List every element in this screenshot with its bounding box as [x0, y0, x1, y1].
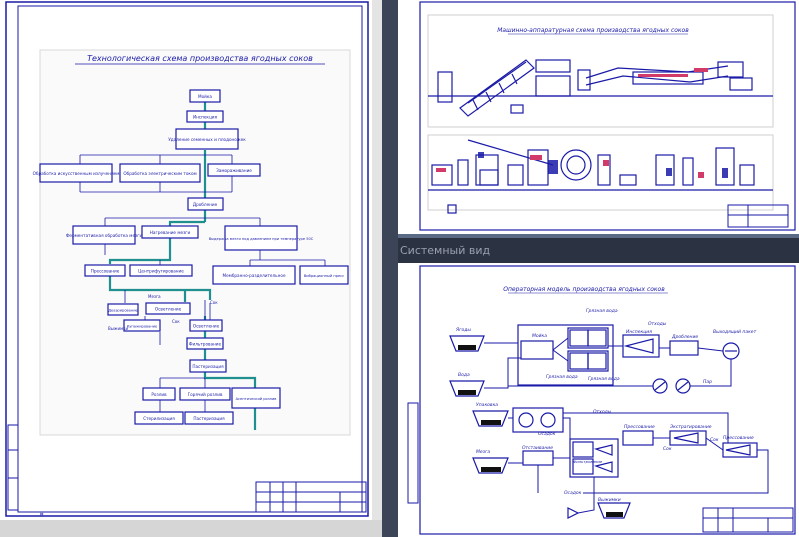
box-b19: Фильтрование: [189, 342, 222, 347]
box-b9: Нагревание мезги: [150, 230, 191, 235]
op-label-l4: Грязная вода: [586, 308, 618, 314]
op-label-l18: Упаковка: [476, 402, 498, 408]
left-vertical-scrollbar[interactable]: [372, 0, 382, 520]
left-sheet-drawing: Технологическая схема производства ягодн…: [5, 1, 369, 518]
op-label-l3: Мойка: [532, 333, 547, 339]
viewport-divider[interactable]: [382, 0, 398, 537]
system-view-header[interactable]: Системный вид: [398, 238, 799, 263]
box-b10: Выдержка мезги под давлением при темпера…: [209, 237, 314, 241]
op-label-l6: Отходы: [648, 321, 667, 327]
op-label-l15: Фильтрование: [573, 459, 603, 464]
label-mezga: Мезга: [148, 294, 161, 299]
box-b18: Осветление: [193, 324, 220, 329]
right-bottom-viewport[interactable]: Операторная модель производства ягодных …: [398, 263, 799, 537]
op-label-l24: Выжимки: [598, 497, 621, 503]
label-vyzhimki: Выжимки: [108, 326, 129, 331]
op-label-l7: Дробление: [671, 334, 698, 340]
box-b17: Купажирование: [127, 325, 158, 329]
left-horizontal-scrollbar[interactable]: [0, 520, 382, 537]
op-label-l23: Прессование: [723, 435, 754, 441]
box-b15: Деаэрирование: [108, 309, 138, 313]
box-b20: Пастеризация: [192, 364, 224, 369]
op-label-l11: Грязная вода: [588, 376, 620, 382]
box-b7: Дробление: [193, 202, 218, 207]
op-label-l9: Пар: [703, 379, 712, 385]
op-label-l2: Вода: [458, 372, 470, 378]
left-viewport[interactable]: Технологическая схема производства ягодн…: [0, 0, 372, 520]
right-top-viewport[interactable]: Машинно-аппаратурная схема производства …: [398, 0, 799, 234]
box-b16: Осветление: [155, 307, 182, 312]
box-b3: Удаление семенных и плодоножек: [168, 137, 246, 142]
box-b11: Прессование: [91, 269, 120, 274]
op-label-l1: Ягоды: [455, 327, 471, 333]
box-b23: Асептический розлив: [236, 397, 277, 401]
op-label-l13: Экстрагирование: [669, 424, 712, 430]
box-b21: Розлив: [151, 392, 167, 397]
op-label-l12: Прессование: [624, 424, 655, 430]
box-b2: Инспекция: [193, 115, 218, 120]
right-top-sheet-drawing: Машинно-аппаратурная схема производства …: [419, 1, 796, 231]
box-b14: Вибрационный пресс: [304, 274, 344, 278]
label-sok2: Сок: [172, 319, 180, 324]
box-b4: Обработка искусственным излучением: [33, 171, 120, 176]
box-b8: Ферментативная обработка мезги: [66, 233, 143, 238]
right-bottom-sheet-title: Операторная модель производства ягодных …: [503, 286, 665, 293]
op-label-l5: Инспекция: [626, 329, 652, 335]
box-b24: Стерилизация: [143, 416, 175, 421]
corner-mark: ⌗: [40, 511, 44, 518]
op-label-l16: Отстаивание: [522, 445, 553, 451]
op-label-l14: Сок: [710, 437, 719, 443]
op-label-l8: Выходящий пакет: [713, 329, 757, 335]
left-sheet-title: Технологическая схема производства ягодн…: [87, 54, 313, 63]
label-sok1: Сок: [210, 300, 218, 305]
box-b12: Центрифугирование: [138, 269, 184, 274]
box-b22: Горячий розлив: [188, 392, 223, 397]
op-label-l10: Грязная вода: [546, 374, 578, 380]
right-bottom-sheet-drawing: Операторная модель производства ягодных …: [407, 265, 796, 535]
op-label-l17: Отходы: [593, 409, 612, 415]
right-top-sheet-title: Машинно-аппаратурная схема производства …: [497, 27, 689, 34]
op-label-l22: Осадок: [564, 490, 582, 496]
box-b5: Обработка электрическим током: [123, 171, 196, 176]
box-b13: Мембранно-разделительное: [222, 273, 285, 278]
op-label-l19: Мезга: [476, 449, 490, 455]
op-label-l20: Сок: [663, 446, 672, 452]
system-view-label: Системный вид: [400, 244, 491, 257]
box-b6: Замораживание: [216, 168, 252, 173]
box-b1: Мойка: [198, 94, 212, 99]
box-b25: Пастеризация: [193, 416, 225, 421]
op-label-l21: Осадок: [538, 431, 556, 437]
